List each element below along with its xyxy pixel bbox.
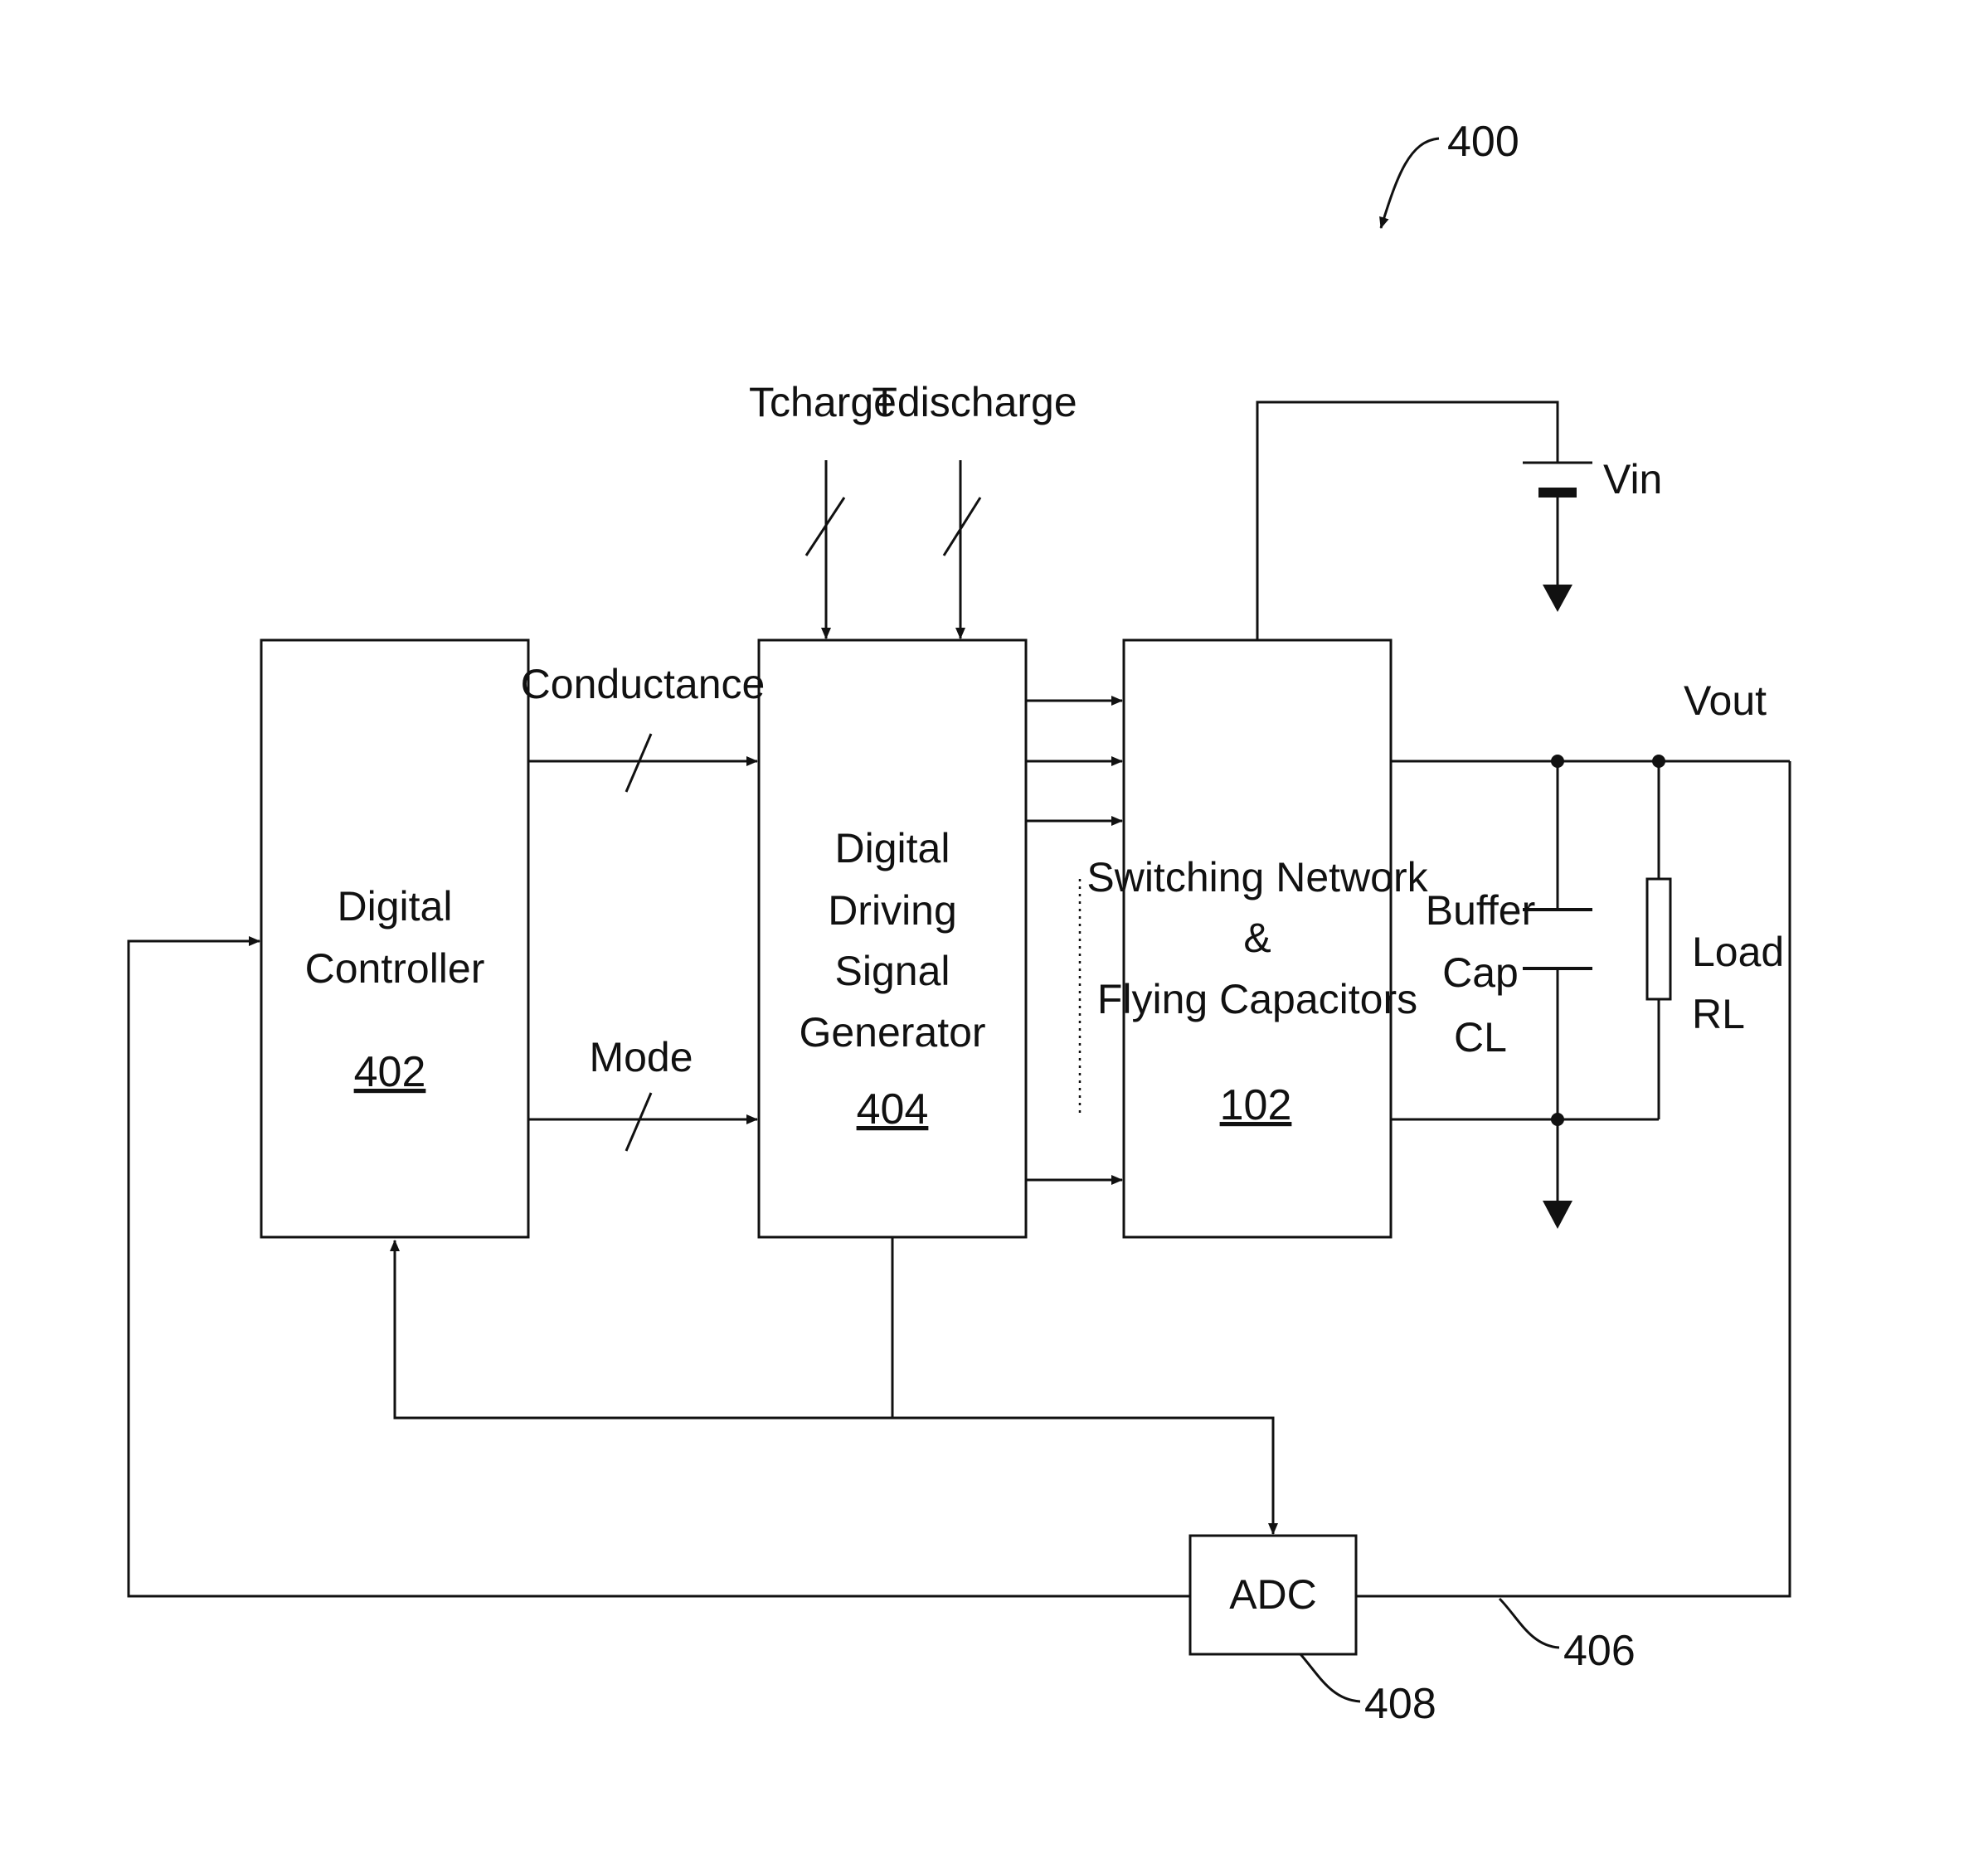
vin-ground-icon — [1543, 585, 1572, 612]
figure-ref-arrow — [1381, 138, 1439, 228]
figure-reference: 400 — [1381, 118, 1519, 228]
conductance-bus-slash — [626, 734, 651, 792]
mode-bus-slash — [626, 1093, 651, 1151]
signal-generator-box — [759, 640, 1026, 1237]
digital-controller-block: Digital Controller 402 — [261, 640, 528, 1237]
digital-controller-label-1: Digital — [338, 883, 453, 930]
load-label-1: Load — [1692, 929, 1784, 975]
node-dot-load-top — [1652, 755, 1665, 768]
figure-ref-number: 400 — [1447, 118, 1519, 166]
signal-generator-block: Digital Driving Signal Generator 404 — [759, 640, 1026, 1237]
digital-controller-ref: 402 — [354, 1048, 426, 1096]
switching-network-label-3: Flying Capacitors — [1097, 976, 1417, 1022]
buffer-cap-label-2: Cap — [1442, 949, 1519, 996]
adc-ref-leader — [1300, 1654, 1360, 1701]
digital-controller-box — [261, 640, 528, 1237]
status-bus — [395, 1237, 1273, 1534]
status-to-controller — [395, 1240, 892, 1418]
status-to-adc — [892, 1418, 1273, 1534]
mode-label: Mode — [589, 1034, 693, 1080]
vin-label: Vin — [1603, 456, 1662, 502]
tdischarge-bus-slash — [944, 498, 980, 556]
signal-generator-label-1: Digital — [835, 825, 950, 871]
feedback-ref-leader — [1500, 1599, 1559, 1648]
digital-controller-label-2: Controller — [305, 945, 485, 992]
vout-label: Vout — [1684, 677, 1767, 724]
output-ground-icon — [1543, 1201, 1572, 1229]
adc-label: ADC — [1229, 1571, 1317, 1618]
node-dot-cap-top — [1551, 755, 1564, 768]
signal-generator-ref: 404 — [857, 1085, 929, 1133]
tdischarge-input: Tdischarge — [872, 379, 1077, 638]
load-resistor — [1647, 879, 1670, 999]
drive-signals — [1026, 701, 1122, 1180]
conductance-label: Conductance — [521, 661, 766, 707]
output-network: Vout Buffer Cap CL Load RL — [1391, 677, 1790, 1229]
buffer-cap-label-1: Buffer — [1426, 887, 1536, 934]
switching-network-label-2: & — [1243, 915, 1271, 961]
buffer-cap-label-3: CL — [1454, 1014, 1507, 1061]
feedback-ref: 406 — [1563, 1627, 1636, 1675]
load-label-2: RL — [1692, 991, 1745, 1037]
adc-block: ADC 408 — [1190, 1536, 1436, 1728]
signal-generator-label-2: Driving — [828, 887, 957, 934]
adc-ref: 408 — [1364, 1680, 1436, 1728]
switching-network-block: Switching Network & Flying Capacitors 10… — [1086, 640, 1428, 1237]
conductance-bus: Conductance — [521, 661, 766, 792]
signal-generator-label-4: Generator — [799, 1009, 985, 1056]
signal-generator-label-3: Signal — [835, 948, 950, 994]
tdischarge-label: Tdischarge — [872, 379, 1077, 425]
switching-network-label-1: Switching Network — [1086, 854, 1428, 900]
vin-wire — [1257, 402, 1558, 640]
mode-bus: Mode — [528, 1034, 757, 1151]
vin-supply: Vin — [1257, 402, 1662, 640]
node-dot-cap-bottom — [1551, 1113, 1564, 1126]
switching-network-ref: 102 — [1220, 1081, 1292, 1129]
